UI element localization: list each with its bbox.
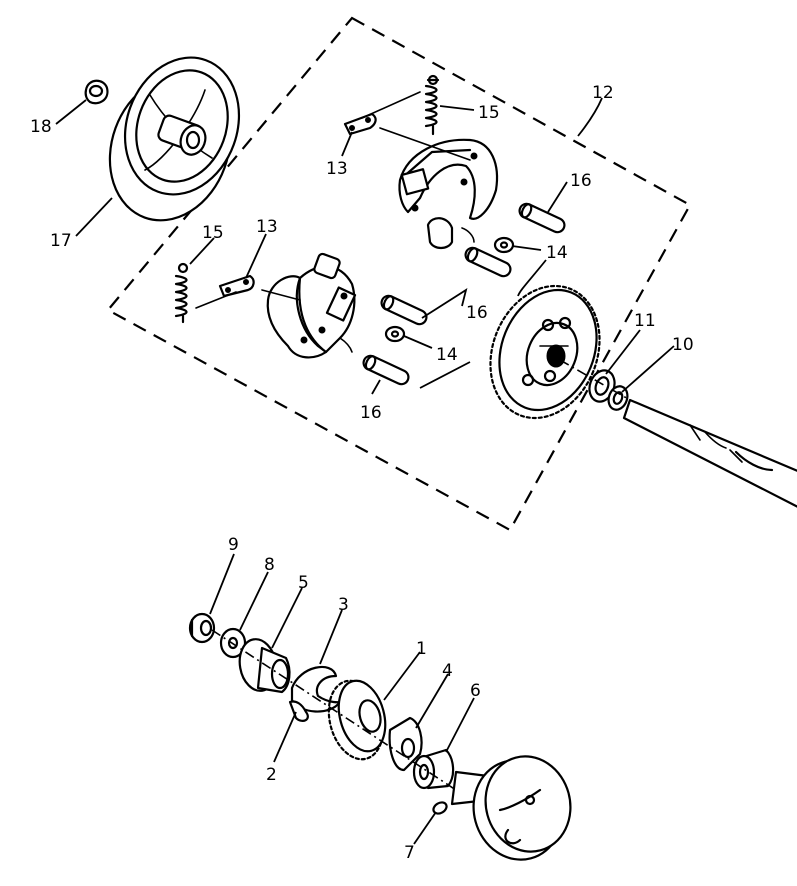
pin-16-c: [380, 294, 428, 326]
label-2: 2: [266, 765, 277, 785]
label-12: 12: [592, 83, 614, 103]
label-16-c: 16: [360, 403, 382, 423]
spring-15-upper: [424, 74, 440, 136]
label-10: 10: [672, 335, 694, 355]
centerline-lower: [211, 629, 457, 791]
label-6: 6: [470, 681, 481, 701]
label-13-lower: 13: [256, 217, 278, 237]
bushing-14-upper: [493, 236, 515, 254]
nut-9: [188, 612, 216, 644]
label-16-a: 16: [570, 171, 592, 191]
label-13-upper: 13: [326, 159, 348, 179]
key-7: [432, 801, 448, 815]
label-4: 4: [442, 661, 453, 681]
drive-drum: [450, 755, 572, 861]
pin-16-b: [464, 246, 512, 278]
clutch-gear-plate: [489, 284, 601, 420]
label-3: 3: [338, 595, 349, 615]
centerline-upper: [559, 359, 631, 401]
clutch-shoe-lower: [266, 252, 357, 359]
leader-lines: [55, 97, 675, 845]
label-7: 7: [404, 843, 415, 863]
crankshaft: [622, 398, 797, 508]
bearing-housing-5: [238, 638, 291, 694]
link-13-upper: [343, 112, 377, 136]
label-14-lower: 14: [436, 345, 458, 365]
dashdot-upper-link: [195, 91, 471, 309]
pin-16-a: [518, 202, 566, 234]
plate-4: [388, 716, 423, 772]
bushing-6: [412, 748, 455, 790]
label-8: 8: [264, 555, 275, 575]
link-13-lower: [218, 274, 255, 298]
label-15-upper: 15: [478, 103, 500, 123]
label-16-b: 16: [466, 303, 488, 323]
label-18: 18: [30, 117, 52, 137]
clip-2: [288, 700, 309, 722]
part-labels: 18 17 12 15 13 16 14 15 13 16 14 16 11 1…: [30, 83, 694, 863]
spring-15-lower: [174, 262, 189, 324]
label-9: 9: [228, 535, 239, 555]
clutch-drum-17: [108, 56, 241, 222]
label-5: 5: [298, 573, 309, 593]
clip-3: [290, 666, 342, 713]
label-17: 17: [50, 231, 72, 251]
gear-1: [327, 679, 387, 761]
bushing-14-lower: [384, 325, 406, 343]
label-14-upper: 14: [546, 243, 568, 263]
pin-16-d: [362, 354, 410, 386]
washer-18: [84, 79, 109, 105]
label-11: 11: [634, 311, 656, 331]
label-15-lower: 15: [202, 223, 224, 243]
clutch-shoe-upper: [398, 138, 498, 250]
label-1: 1: [416, 639, 427, 659]
